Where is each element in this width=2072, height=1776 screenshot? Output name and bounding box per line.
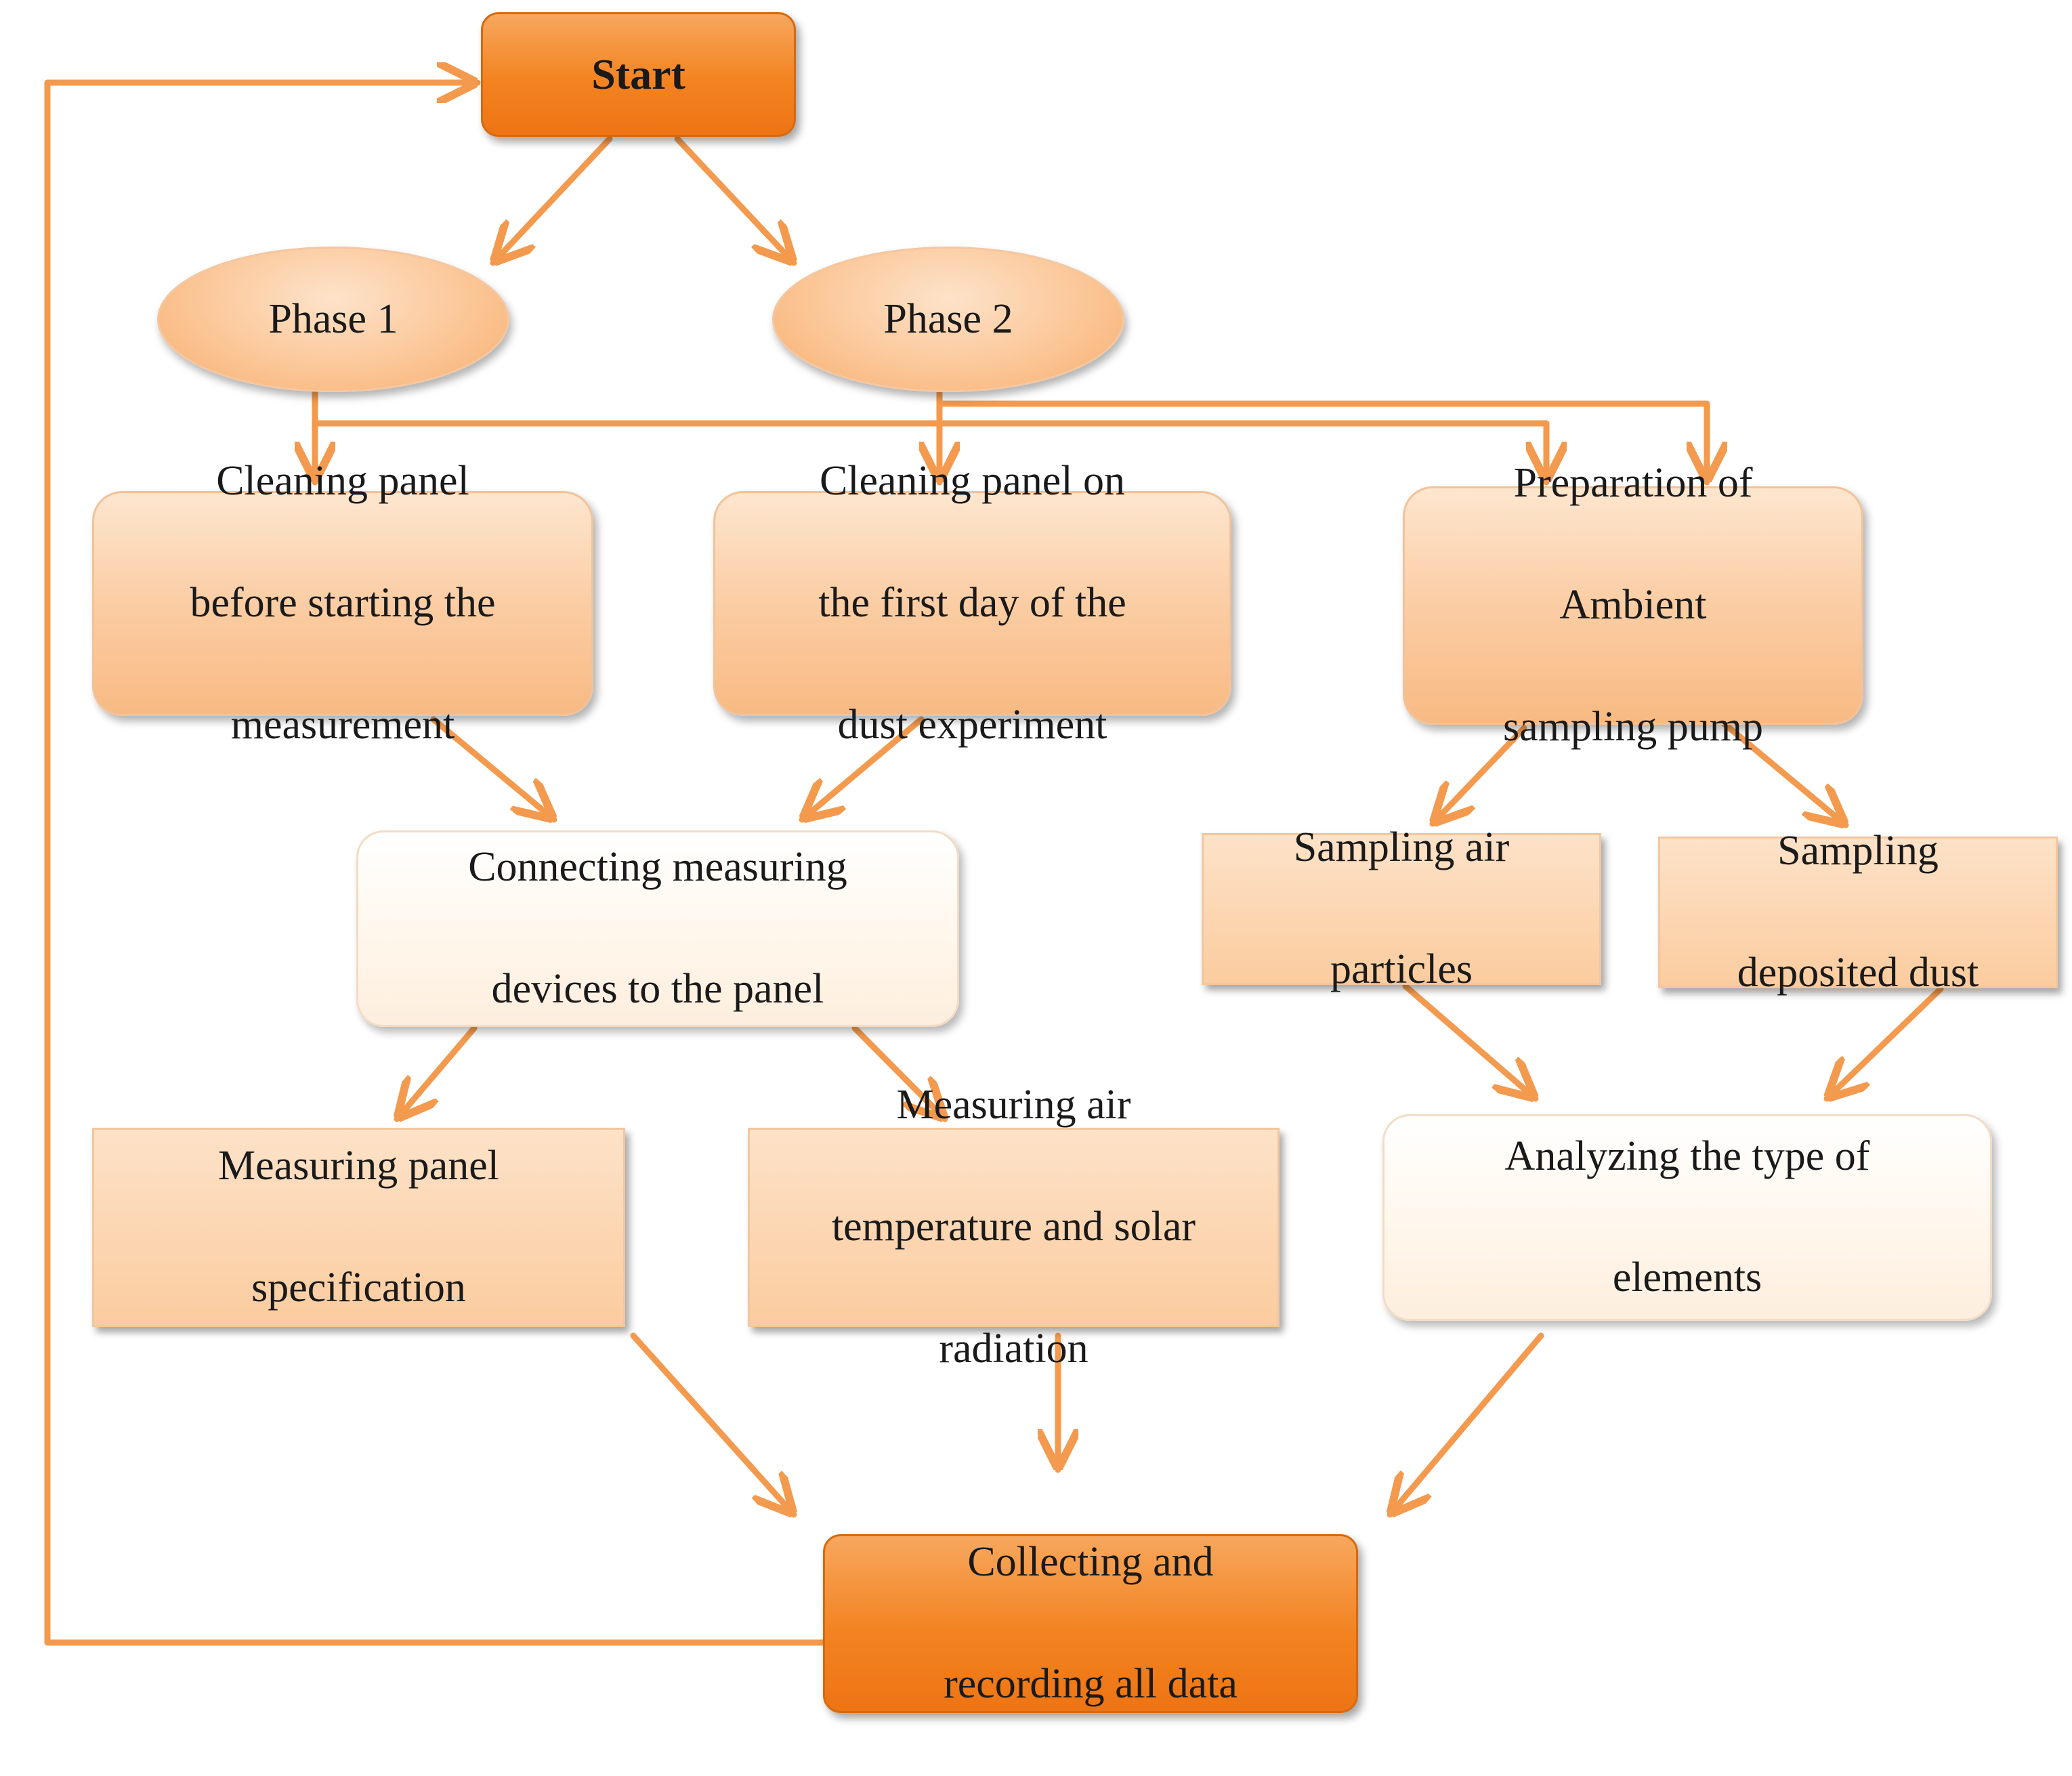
cleaning-before-node: Cleaning panel before starting the measu… xyxy=(92,458,593,748)
cleaning-before-line-2: before starting the xyxy=(190,580,496,627)
measuring-panel-line-1: Measuring panel xyxy=(218,1143,499,1189)
arrow-preparation-to-sampling-dust xyxy=(1720,720,1846,825)
arrow-phase-2-bus xyxy=(936,400,1707,486)
arrow-connecting-to-measuring-air xyxy=(851,1025,945,1119)
cleaning-first-day-line-1: Cleaning panel on xyxy=(819,458,1126,505)
arrow-collecting-to-start-loop xyxy=(44,83,828,1646)
phase-1-label: Phase 1 xyxy=(268,295,398,342)
cleaning-before-line-3: measurement xyxy=(230,701,455,748)
sampling-air-line-2: particles xyxy=(1330,946,1473,992)
sampling-dust-node: Sampling deposited dust xyxy=(1658,828,2058,996)
arrow-start-to-phase-2 xyxy=(674,135,794,263)
measuring-panel-node: Measuring panel specification xyxy=(92,1128,625,1327)
phase-2-node: Phase 2 xyxy=(772,247,1124,392)
collecting-data-line-1: Collecting and xyxy=(967,1539,1214,1586)
sampling-air-line-1: Sampling air xyxy=(1293,824,1510,871)
sampling-dust-line-1: Sampling xyxy=(1777,828,1939,874)
start-label: Start xyxy=(591,49,685,98)
arrow-measuring-panel-to-collecting xyxy=(630,1332,794,1515)
cleaning-first-day-line-3: dust experiment xyxy=(837,701,1107,748)
connecting-devices-line-1: Connecting measuring xyxy=(468,844,847,891)
measuring-air-node: Measuring air temperature and solar radi… xyxy=(748,1082,1280,1372)
cleaning-first-day-line-2: the first day of the xyxy=(818,580,1126,627)
measuring-air-line-3: radiation xyxy=(939,1325,1088,1372)
connecting-devices-node: Connecting measuring devices to the pane… xyxy=(356,830,959,1027)
arrow-phase-1-bus xyxy=(312,420,1546,486)
phase-1-node: Phase 1 xyxy=(157,247,509,392)
collecting-data-node: Collecting and recording all data xyxy=(823,1534,1358,1713)
analyzing-elements-line-2: elements xyxy=(1612,1254,1762,1301)
preparation-pump-line-1: Preparation of xyxy=(1513,460,1753,507)
analyzing-elements-node: Analyzing the type of elements xyxy=(1382,1114,1992,1321)
analyzing-elements-line-1: Analyzing the type of xyxy=(1504,1133,1870,1179)
arrow-layer xyxy=(44,83,1944,1646)
measuring-air-line-1: Measuring air xyxy=(896,1082,1131,1128)
arrow-preparation-to-sampling-air xyxy=(1433,725,1527,824)
connecting-devices-line-2: devices to the panel xyxy=(491,965,824,1012)
sampling-air-node: Sampling air particles xyxy=(1202,824,1601,992)
sampling-dust-line-2: deposited dust xyxy=(1737,949,1979,996)
collecting-data-line-2: recording all data xyxy=(944,1660,1238,1707)
phase-2-label: Phase 2 xyxy=(883,295,1013,342)
cleaning-first-day-node: Cleaning panel on the first day of the d… xyxy=(713,458,1231,748)
arrow-sampling-air-to-analyzing xyxy=(1402,983,1536,1099)
arrow-sampling-dust-to-analyzing xyxy=(1827,986,1944,1099)
arrow-analyzing-to-collecting xyxy=(1390,1332,1544,1515)
measuring-panel-line-2: specification xyxy=(251,1264,466,1311)
preparation-pump-node: Preparation of Ambient sampling pump xyxy=(1403,460,1863,750)
start-node: Start xyxy=(481,12,796,137)
arrow-cleaning-before-to-connecting xyxy=(430,716,554,820)
cleaning-before-line-1: Cleaning panel xyxy=(216,458,469,505)
preparation-pump-line-2: Ambient xyxy=(1559,582,1707,629)
arrow-connecting-to-measuring-panel xyxy=(397,1025,478,1119)
arrow-cleaning-first-day-to-connecting xyxy=(802,716,925,820)
arrow-start-to-phase-1 xyxy=(493,135,613,263)
preparation-pump-line-3: sampling pump xyxy=(1502,703,1764,750)
measuring-air-line-2: temperature and solar xyxy=(831,1204,1196,1250)
